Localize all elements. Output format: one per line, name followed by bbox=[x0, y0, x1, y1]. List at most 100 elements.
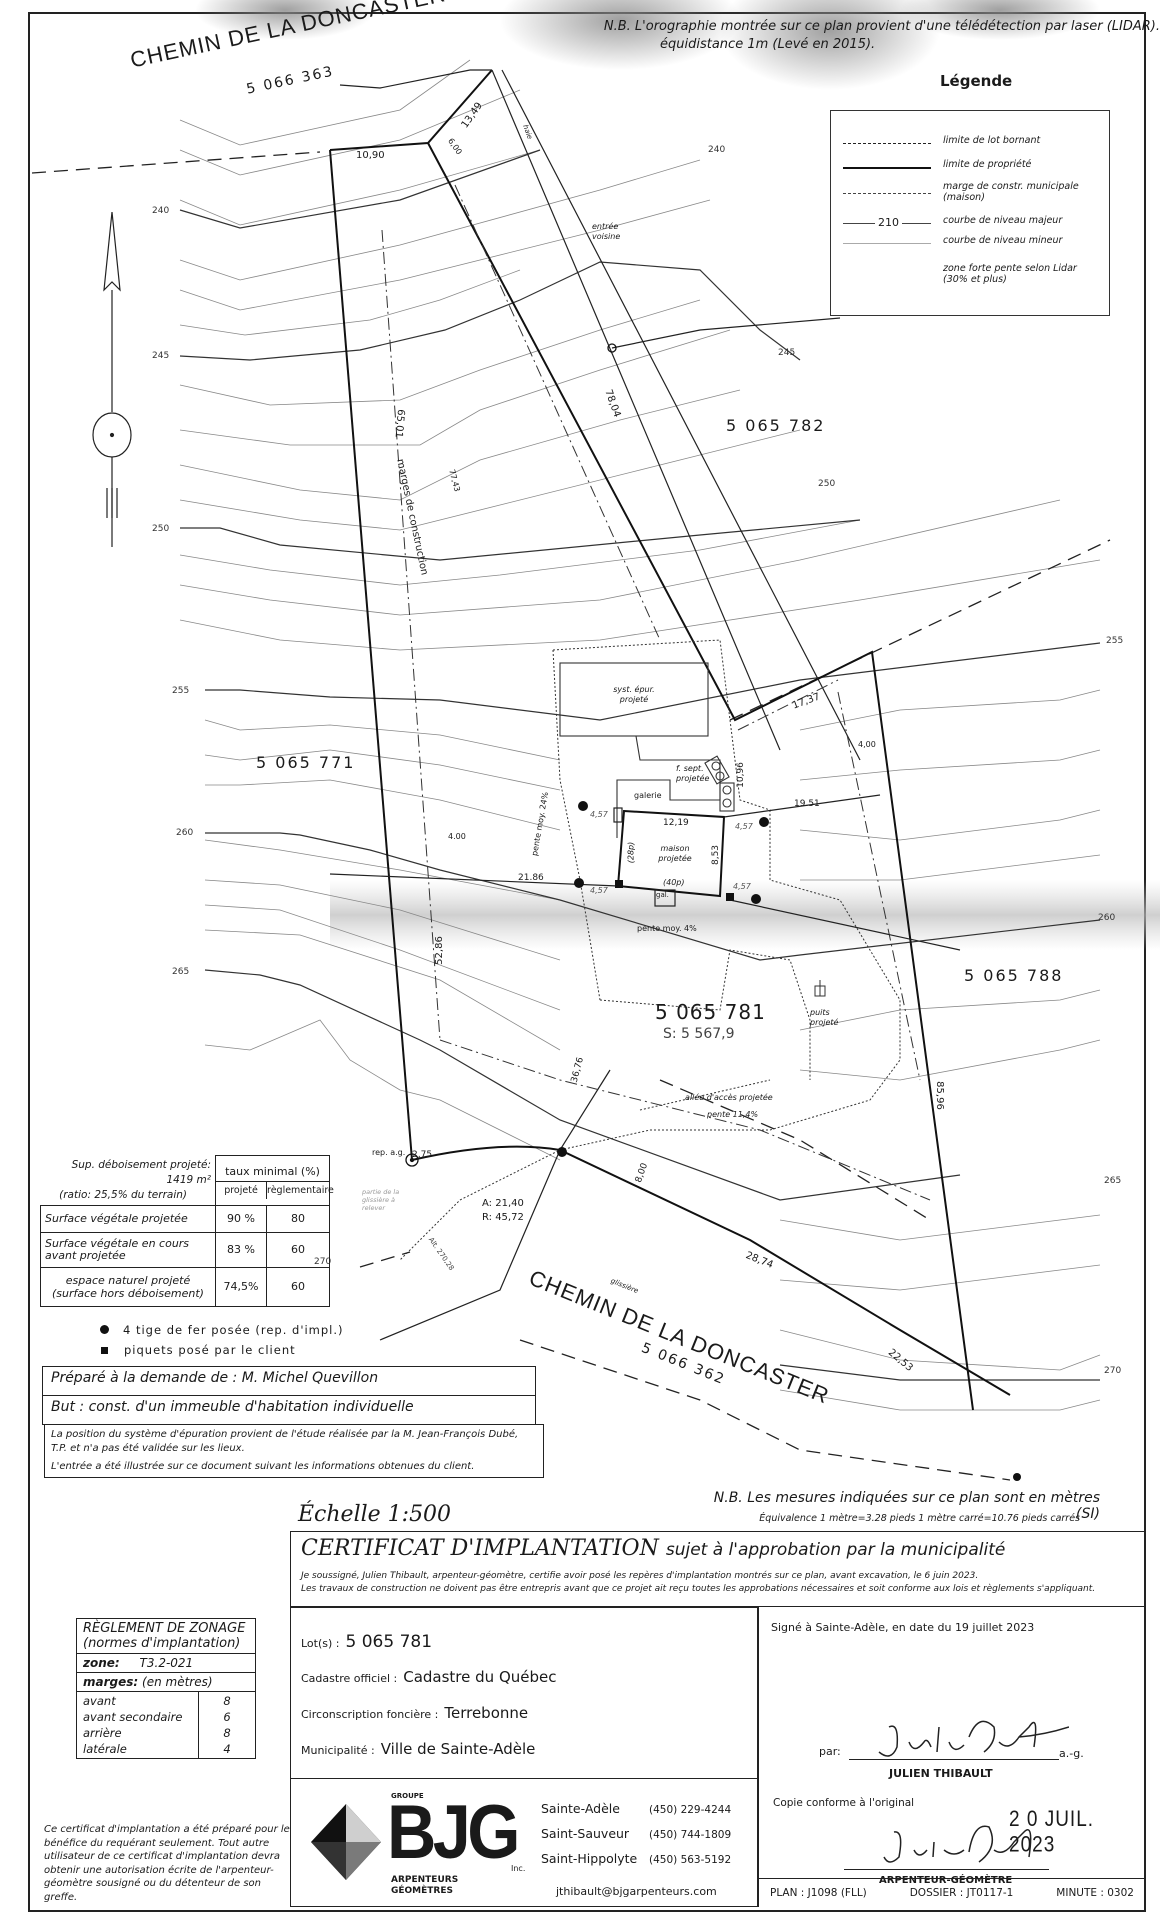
signed-at: Signé à Sainte-Adèle, en date du 19 juil… bbox=[771, 1621, 1035, 1634]
company-sub2: GÉOMÈTRES bbox=[391, 1886, 453, 1896]
contour-sample-value: 210 bbox=[875, 216, 902, 229]
zonage-title: RÈGLEMENT DE ZONAGE (normes d'implantati… bbox=[77, 1619, 255, 1654]
lidar-note-line2: équidistance 1m (Levé en 2015). bbox=[660, 37, 876, 52]
dim-offset-se: 4,57 bbox=[733, 882, 751, 891]
office-phone: (450) 744-1809 bbox=[649, 1829, 732, 1841]
company-inc: Inc. bbox=[511, 1864, 526, 1873]
deboisement-table: Sup. déboisement projeté: 1419 m² (ratio… bbox=[40, 1155, 334, 1307]
certificate-text: Je soussigné, Julien Thibault, arpenteur… bbox=[301, 1570, 1095, 1596]
signature-icon bbox=[878, 1720, 1069, 1757]
row-label: Surface végétale projetée bbox=[40, 1204, 216, 1233]
cadastre-row: Cadastre officiel : Cadastre du Québec bbox=[301, 1668, 556, 1686]
lidar-note: N.B. L'orographie montrée sur ce plan pr… bbox=[170, 18, 1160, 54]
stake-icon bbox=[101, 1347, 108, 1354]
taux-header: taux minimal (%) bbox=[216, 1162, 329, 1182]
label-pente-allee: pente 11,4% bbox=[707, 1110, 759, 1119]
lot-north-east: 5 065 782 bbox=[726, 416, 826, 435]
zone-value: T3.2-021 bbox=[139, 1656, 194, 1670]
marge-value: 8 bbox=[223, 1694, 231, 1708]
certificate-header: CERTIFICAT D'IMPLANTATION sujet à l'appr… bbox=[290, 1531, 1146, 1607]
marker-iron-label: 4 tige de fer posée (rep. d'impl.) bbox=[123, 1323, 344, 1337]
minor-contour-icon bbox=[843, 243, 931, 244]
office-row: Saint-Sauveur(450) 744-1809 bbox=[541, 1822, 731, 1847]
svg-text:250: 250 bbox=[818, 479, 835, 489]
note-septic: La position du système d'épuration provi… bbox=[51, 1429, 519, 1454]
dim-to-east: 19.51 bbox=[794, 799, 820, 809]
request-line: Préparé à la demande de : M. Michel Quev… bbox=[43, 1367, 535, 1396]
dashed-line-icon bbox=[843, 143, 931, 144]
dim-offset-ne: 4,57 bbox=[735, 822, 753, 831]
dim-east-side: 85,96 bbox=[933, 1081, 945, 1110]
notes-box: La position du système d'épuration provi… bbox=[44, 1424, 544, 1478]
col-reglementaire: règlementaire bbox=[267, 1184, 334, 1196]
lidar-note-line1: N.B. L'orographie montrée sur ce plan pr… bbox=[603, 19, 1160, 34]
surveyor-name: JULIEN THIBAULT bbox=[889, 1767, 993, 1780]
bjg-diamond-logo-icon bbox=[311, 1804, 381, 1880]
iron-rod-icon bbox=[100, 1325, 109, 1334]
circonscription-row: Circonscription foncière :Terrebonne bbox=[301, 1704, 528, 1722]
label-rep-ag: rep. a.g. bbox=[372, 1148, 406, 1157]
company-box: GROUPE BJG Inc. ARPENTEURS GÉOMÈTRES Sai… bbox=[290, 1779, 758, 1907]
marge-label: arrière bbox=[83, 1726, 122, 1740]
lot-row: Lot(s) : 5 065 781 bbox=[301, 1632, 432, 1652]
dim-house-depth: 8,53 bbox=[711, 844, 722, 866]
par-label: par: bbox=[819, 1745, 841, 1758]
dim-arc-a: A: 21,40 bbox=[482, 1198, 524, 1209]
company-groupe: GROUPE bbox=[391, 1792, 424, 1800]
dim-offset-sw: 4,57 bbox=[590, 886, 608, 895]
company-name: BJG bbox=[387, 1790, 520, 1875]
major-contour-icon: 210 bbox=[843, 216, 931, 229]
certificate-text-2: Les travaux de construction ne doivent p… bbox=[301, 1584, 1096, 1594]
dim-to-west: 21.86 bbox=[518, 873, 544, 883]
office-list: Sainte-Adèle(450) 229-4244 Saint-Sauveur… bbox=[541, 1797, 731, 1872]
marge-label: avant bbox=[83, 1694, 116, 1708]
lot-info-box: Lot(s) :5 065 781 Cadastre officiel :Cad… bbox=[290, 1607, 758, 1779]
dim-top-front: 10,90 bbox=[356, 150, 385, 161]
legend-item-majeur: 210 courbe de niveau majeur bbox=[831, 213, 1109, 235]
certificate-title: CERTIFICAT D'IMPLANTATION sujet à l'appr… bbox=[301, 1536, 1005, 1561]
office-city: Sainte-Adèle bbox=[541, 1801, 620, 1816]
minute-number: MINUTE : 0302 bbox=[1056, 1886, 1134, 1899]
marges-unit: (en mètres) bbox=[142, 1675, 213, 1689]
request-box: Préparé à la demande de : M. Michel Quev… bbox=[42, 1366, 536, 1425]
dim-house-depth-ft: (28p) bbox=[626, 841, 636, 864]
svg-text:265: 265 bbox=[1104, 1176, 1121, 1186]
dim-east-setback: 4,00 bbox=[858, 740, 876, 749]
lot-label: Lot(s) : bbox=[301, 1637, 340, 1650]
marker-stake-row: piquets posé par le client bbox=[100, 1340, 344, 1360]
legend: limite de lot bornant limite de propriét… bbox=[830, 110, 1110, 316]
dim-offset-nw: 4,57 bbox=[590, 810, 608, 819]
marge-label: latérale bbox=[83, 1742, 127, 1756]
marker-iron-row: 4 tige de fer posée (rep. d'impl.) bbox=[100, 1320, 344, 1340]
surveyor-role: ARPENTEUR-GÉOMÈTRE bbox=[879, 1875, 1013, 1886]
dim-house-width: 12,19 bbox=[663, 818, 689, 828]
cadastre-label: Cadastre officiel : bbox=[301, 1672, 398, 1685]
units-note: N.B. Les mesures indiquées sur ce plan s… bbox=[713, 1490, 1100, 1522]
zonage-zone-row: zone: T3.2-021 bbox=[77, 1654, 255, 1673]
site-plan-drawing: 240 245 250 255 260 265 270 240 245 250 … bbox=[31, 0, 1160, 1481]
company-email-link[interactable]: jthibault@bjgarpenteurs.com bbox=[556, 1885, 717, 1898]
legend-item-mineur: courbe de niveau mineur bbox=[831, 233, 1109, 255]
company-subtitle: ARPENTEURS GÉOMÈTRES bbox=[391, 1875, 458, 1897]
dim-arc-r: R: 45,72 bbox=[482, 1212, 524, 1223]
label-allee: allée d'accès projetée bbox=[685, 1093, 773, 1102]
marge-value: 6 bbox=[223, 1710, 231, 1724]
svg-text:260: 260 bbox=[176, 828, 193, 838]
dim-lower-west: 52,86 bbox=[433, 936, 445, 965]
lot-value: 5 065 781 bbox=[345, 1632, 433, 1652]
dim-corner: 2,75 bbox=[412, 1150, 433, 1160]
row-projete: 83 % bbox=[215, 1231, 267, 1268]
deboisement-summary-line2: (ratio: 25,5% du terrain) bbox=[59, 1188, 187, 1201]
lot-east: 5 065 788 bbox=[964, 966, 1064, 985]
lot-subject-area: S: 5 567,9 bbox=[663, 1026, 735, 1042]
marker-stake-label: piquets posé par le client bbox=[124, 1343, 296, 1357]
marges-label: marges: bbox=[83, 1675, 139, 1689]
svg-text:265: 265 bbox=[172, 967, 189, 977]
legend-item-propriete: limite de propriété bbox=[831, 157, 1109, 179]
dim-west-setback: 4.00 bbox=[448, 832, 466, 841]
office-city: Saint-Hippolyte bbox=[541, 1851, 638, 1866]
purpose-line: But : const. d'un immeuble d'habitation … bbox=[51, 1399, 414, 1415]
marge-label: avant secondaire bbox=[83, 1710, 183, 1724]
zonage-title-2: (normes d'implantation) bbox=[83, 1636, 241, 1651]
cadastre-value: Cadastre du Québec bbox=[403, 1668, 557, 1686]
